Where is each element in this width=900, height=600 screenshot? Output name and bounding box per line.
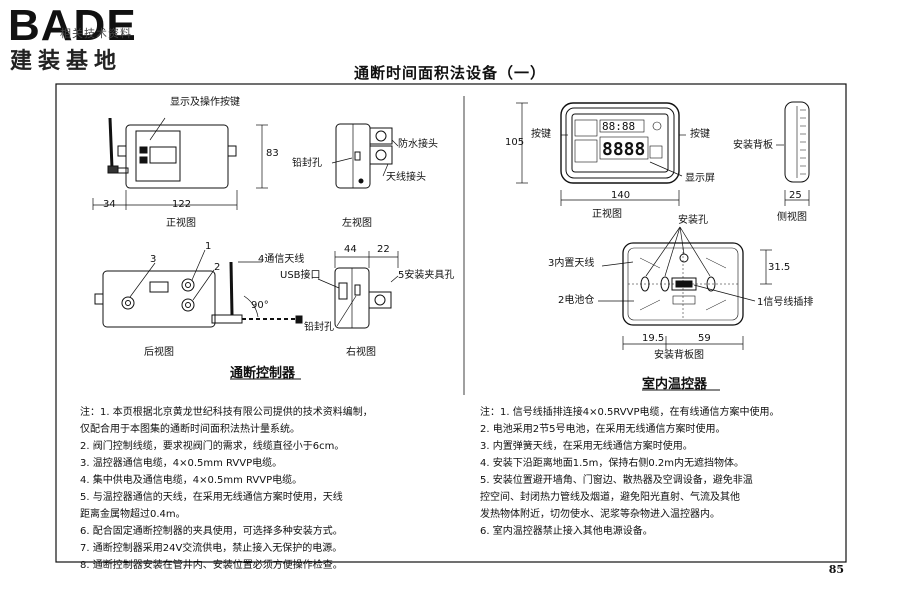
button-icon <box>139 146 148 154</box>
note-line: 仅配合用于本图集的通断时间面积法热计量系统。 <box>80 424 300 435</box>
controller-rear-view <box>94 249 303 328</box>
dim-34: 34 <box>103 199 116 210</box>
note-line: 注：1. 本页根据北京黄龙世纪科技有限公司提供的技术资料编制， <box>80 407 373 418</box>
dim-25: 25 <box>789 190 802 201</box>
antenna-icon <box>229 261 234 316</box>
callout-mount-plate: 安装背板 <box>733 140 773 151</box>
label-controller-rear: 后视图 <box>144 347 174 358</box>
notes-right: 注：1. 信号线插排连接4×0.5RVVP电缆，在有线通信方案中使用。 2. 电… <box>480 404 779 540</box>
label-thermostat-front: 正视图 <box>592 209 622 220</box>
callout-key-right: 按键 <box>690 129 710 140</box>
callout-comm-antenna: 4通信天线 <box>258 254 305 265</box>
mount-hole-icon <box>706 276 716 292</box>
note-line: 8. 通断控制器安装在管井内、安装位置必须方便操作检查。 <box>80 560 343 571</box>
mount-hole-icon <box>679 253 689 263</box>
usb-port-icon <box>338 282 348 300</box>
svg-text:8888: 8888 <box>602 139 645 160</box>
clamp-fitting-icon <box>368 291 392 309</box>
port-icon <box>181 278 195 292</box>
button-icon <box>139 156 148 164</box>
callout-usb-port: USB接口 <box>280 270 321 281</box>
thermostat-side-view <box>776 101 810 206</box>
callout-display-screen: 显示屏 <box>685 173 715 184</box>
note-line: 控空间、封闭热力管线及烟道，避免阳光直射、气流及其他 <box>480 492 740 503</box>
callout-signal-socket: 1信号线插排 <box>757 297 814 308</box>
signal-connector-icon <box>671 277 697 291</box>
rear-num-1: 1 <box>205 241 212 252</box>
callout-internal-antenna: 3内置天线 <box>548 258 595 269</box>
callout-battery-box: 2电池仓 <box>558 295 595 306</box>
dim-122: 122 <box>172 199 192 210</box>
label-controller-left: 左视图 <box>342 218 372 229</box>
callout-mount-holes: 安装孔 <box>678 215 708 226</box>
callout-antenna-joint: 天线接头 <box>386 172 426 183</box>
antenna-connector-icon <box>369 145 393 165</box>
label-controller-front: 正视图 <box>166 218 196 229</box>
notes-left: 注：1. 本页根据北京黄龙世纪科技有限公司提供的技术资料编制， 仅配合用于本图集… <box>80 404 373 574</box>
signal-icon <box>652 121 662 131</box>
note-line: 6. 配合固定通断控制器的夹具使用，可选择多种安装方式。 <box>80 526 343 537</box>
waterproof-connector-icon <box>369 127 393 145</box>
controller-front-view <box>92 117 268 210</box>
svg-text:88:88: 88:88 <box>602 120 635 133</box>
controller-right-view <box>317 251 399 329</box>
page-number: 85 <box>828 563 844 576</box>
note-line: 4. 集中供电及通信电缆，4×0.5mm RVVP电缆。 <box>80 475 303 486</box>
section-title-thermostat: 室内温控器 <box>642 377 708 392</box>
note-line: 距离金属物超过0.4m。 <box>80 509 186 520</box>
rear-num-2: 2 <box>214 262 221 273</box>
mount-hole-icon <box>660 276 670 292</box>
callout-seal-hole: 铅封孔 <box>292 158 322 169</box>
display-digits-icon <box>599 119 645 133</box>
display-main-digits-icon <box>599 136 649 160</box>
note-line: 5. 与温控器通信的天线，在采用无线通信方案时使用，天线 <box>80 492 343 503</box>
note-line: 3. 内置弹簧天线，在采用无线通信方案时使用。 <box>480 441 693 452</box>
section-title-controller: 通断控制器 <box>230 366 296 381</box>
note-line: 5. 安装位置避开墙角、门窗边、散热器及空调设备，避免非温 <box>480 475 753 486</box>
note-line: 6. 室内温控器禁止接入其他电源设备。 <box>480 526 653 537</box>
note-line: 7. 通断控制器采用24V交流供电，禁止接入无保护的电源。 <box>80 543 343 554</box>
controller-left-view <box>331 123 399 189</box>
dim-22: 22 <box>377 244 390 255</box>
callout-clamp-hole: 5安装夹具孔 <box>398 270 455 281</box>
note-line: 注：1. 信号线插排连接4×0.5RVVP电缆，在有线通信方案中使用。 <box>480 407 780 418</box>
logo: BADE <box>8 1 137 50</box>
mount-hole-icon <box>640 276 650 292</box>
port-icon <box>181 298 195 312</box>
page-title: 通断时间面积法设备（一） <box>353 64 546 82</box>
dim-105: 105 <box>505 137 525 148</box>
thermostat-backplate-view <box>598 226 772 350</box>
port-icon <box>121 296 135 310</box>
label-thermostat-backplate: 安装背板图 <box>654 350 704 361</box>
logo-tagline: 相关技术资料 <box>60 27 132 40</box>
logo-subtitle: 建装基地 <box>10 49 123 74</box>
callout-key-left: 按键 <box>531 129 551 140</box>
angle-90: 90° <box>251 300 269 311</box>
note-line: 发热物体附近，切勿使水、泥浆等杂物进入温控器内。 <box>480 509 720 520</box>
dim-19-5: 19.5 <box>642 333 665 344</box>
note-line: 2. 阀门控制线缆，要求视阀门的需求，线缆直径小于6cm。 <box>80 441 345 452</box>
label-thermostat-side: 侧视图 <box>777 212 807 223</box>
note-line: 3. 温控器通信电缆，4×0.5mm RVVP电缆。 <box>80 458 283 469</box>
rear-num-3: 3 <box>150 254 157 265</box>
thermostat-front-view: 88:88 8888 <box>516 102 686 206</box>
dim-140: 140 <box>611 190 631 201</box>
dim-44: 44 <box>344 244 357 255</box>
label-controller-right: 右视图 <box>346 347 376 358</box>
note-line: 2. 电池采用2节5号电池，在采用无线通信方案时使用。 <box>480 424 726 435</box>
drawing-frame <box>55 83 847 563</box>
dim-31-5: 31.5 <box>768 262 791 273</box>
callout-seal-hole-right: 铅封孔 <box>304 322 334 333</box>
antenna-icon <box>108 117 114 169</box>
note-line: 4. 安装下沿距离地面1.5m，保持右侧0.2m内无遮挡物体。 <box>480 458 745 469</box>
callout-waterproof-joint: 防水接头 <box>398 139 438 150</box>
dim-83: 83 <box>266 148 279 159</box>
dim-59: 59 <box>698 333 711 344</box>
callout-display-keys: 显示及操作按键 <box>170 97 240 108</box>
